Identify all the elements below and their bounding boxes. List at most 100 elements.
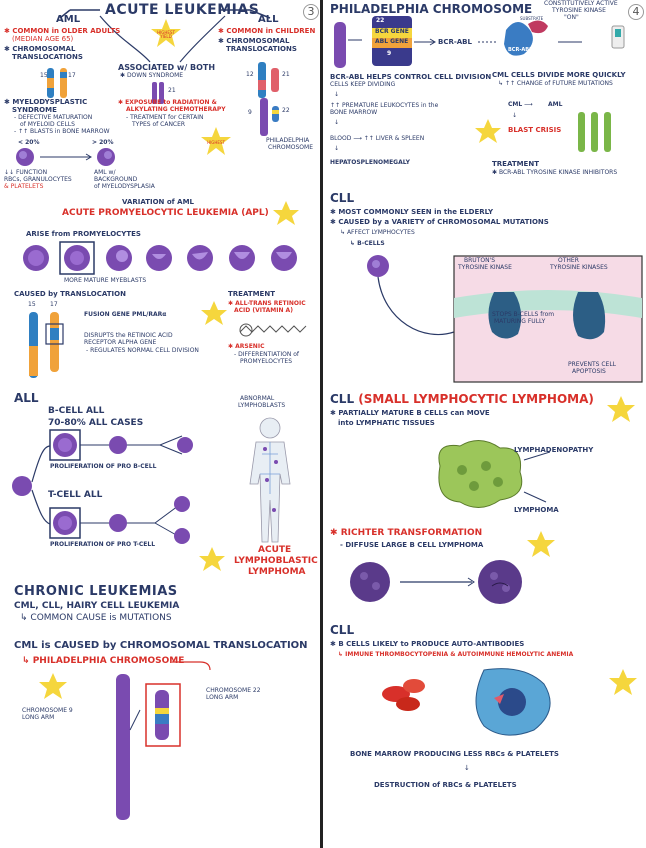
sll-richter: ✱ RICHTER TRANSFORMATION bbox=[330, 528, 483, 538]
down-chromosome-icon bbox=[152, 82, 164, 104]
apl-fusion: FUSION GENE PML/RARα bbox=[84, 311, 167, 318]
aml-chr-17: 17 bbox=[68, 72, 76, 79]
cll-stops-2: MATURING FULLY bbox=[494, 318, 546, 325]
cml-chr22-a: CHROMOSOME 22 bbox=[206, 687, 261, 694]
ph-arrow-1: ↓ bbox=[334, 91, 340, 98]
ph-const-2: TYROSINE KINASE bbox=[552, 7, 606, 14]
aml-func-1: ↓↓ FUNCTION bbox=[4, 169, 48, 176]
cll-point-1: ✱ MOST COMMONLY SEEN in the ELDERLY bbox=[330, 208, 494, 216]
ph-num-22: 22 bbox=[376, 17, 385, 24]
both-label: ASSOCIATED w/ BOTH bbox=[118, 63, 216, 72]
apl-tx-2c: PROMYELOCYTES bbox=[240, 358, 293, 365]
cll-other-2: TYROSINE KINASES bbox=[550, 264, 608, 271]
chronic-title: CHRONIC LEUKEMIAS bbox=[14, 584, 178, 599]
acute-lymph-2: LYMPHOBLASTIC bbox=[234, 556, 318, 566]
aml-func-2: RBCs, GRANULOCYTES bbox=[4, 176, 72, 183]
apl-tx-1: ✱ ALL-TRANS RETINOIC bbox=[228, 300, 306, 307]
aml-point-1b: (MEDIAN AGE 65) bbox=[12, 35, 74, 43]
ph-prem-1: ↑↑ PREMATURE LEUKOCYTES in the bbox=[330, 102, 439, 109]
aml-point-3: ✱ MYELODYSPLASTIC bbox=[4, 98, 88, 106]
apl-disrupt-2: RECEPTOR ALPHA GENE bbox=[84, 339, 157, 346]
svg-text:HIGHEST: HIGHEST bbox=[207, 140, 225, 145]
ph-arrow-3: ↓ bbox=[334, 145, 340, 152]
ph-num-9: 9 bbox=[387, 50, 392, 57]
apl-tx-2b: - DIFFERENTIATION of bbox=[234, 351, 300, 358]
cll3-point-1: ✱ B CELLS LIKELY to PRODUCE AUTO-ANTIBOD… bbox=[330, 640, 525, 648]
cll3-point-2: ↳ IMMUNE THROMBOCYTOPENIA & AUTOIMMUNE H… bbox=[338, 651, 574, 658]
aml-point-2b: TRANSLOCATIONS bbox=[12, 53, 83, 61]
aml-pct-low: < 20% bbox=[18, 139, 40, 146]
highest-yield-star-icon bbox=[527, 531, 555, 557]
aml-chromosomes-icon bbox=[47, 68, 67, 98]
cll3-bm: BONE MARROW PRODUCING LESS RBCs & PLATEL… bbox=[350, 750, 559, 758]
both-point-2d: TYPES of CANCER bbox=[132, 121, 186, 128]
aml-point-1: ✱ COMMON in OLDER ADULTS bbox=[4, 27, 121, 35]
aml-blast-cells-icon bbox=[16, 148, 115, 166]
apl-chr-15: 15 bbox=[28, 301, 36, 308]
all-point-2: ✱ CHROMOSOMAL bbox=[218, 37, 290, 45]
aml-point-3e: - ↑↑ BLASTS in BONE MARROW bbox=[14, 128, 110, 135]
cll-prevents-2: APOPTOSIS bbox=[572, 368, 606, 375]
aml-point-2: ✱ CHROMOSOMAL bbox=[4, 45, 76, 53]
highest-yield-star-icon bbox=[273, 201, 299, 225]
ph-gene-1: BCR GENE bbox=[375, 28, 409, 35]
highest-yield-star-icon: HIGHEST bbox=[201, 127, 231, 155]
acute-lymph-3: LYMPHOMA bbox=[248, 567, 306, 577]
apl-translocation-icon bbox=[29, 312, 64, 378]
cll-bruton-1: BRUTON'S bbox=[464, 257, 496, 264]
cml-arrow-line bbox=[172, 661, 211, 670]
apl-title: ACUTE PROMYELOCYTIC LEUKEMIA (APL) bbox=[62, 208, 269, 218]
ph-blood: BLOOD ⟶ ↑↑ LIVER & SPLEEN bbox=[330, 135, 425, 142]
ph-gene-2: ABL GENE bbox=[375, 38, 409, 45]
ph-keep: CELLS KEEP DIVIDING bbox=[330, 81, 396, 88]
highest-yield-star-icon bbox=[607, 396, 635, 422]
apl-disrupt-3: - REGULATES NORMAL CELL DIVISION bbox=[86, 347, 199, 354]
cll3-arrow: ↓ bbox=[464, 764, 470, 772]
cll-membrane-illustration bbox=[367, 255, 643, 383]
human-body-icon bbox=[249, 417, 291, 543]
ph-title: PHILADELPHIA CHROMOSOME bbox=[330, 2, 533, 16]
all-ph-1: PHILADELPHIA bbox=[266, 137, 310, 144]
highest-yield-star-icon bbox=[201, 301, 227, 325]
bcell-prolif: PROLIFERATION OF PRO B-CELL bbox=[50, 463, 157, 470]
ph-chance: ↳ ↑↑ CHANGE of FUTURE MUTATIONS bbox=[498, 80, 613, 87]
cml-chr22-b: LONG ARM bbox=[206, 694, 239, 701]
ph-enzyme: BCR-ABL bbox=[508, 47, 533, 53]
both-point-2b: ALKYLATING CHEMOTHERAPY bbox=[126, 106, 226, 113]
svg-text:HIGHEST: HIGHEST bbox=[157, 30, 175, 35]
bcell-pct: 70-80% ALL CASES bbox=[48, 418, 144, 428]
cml-chr9-a: CHROMOSOME 9 bbox=[22, 707, 73, 714]
acute-bracket-lines bbox=[59, 9, 271, 63]
all-ph-2: CHROMOSOME bbox=[268, 144, 313, 151]
abnormal-1: ABNORMAL bbox=[240, 395, 275, 402]
cll-prevents-1: PREVENTS CELL bbox=[568, 361, 617, 368]
bcell-all: B-CELL ALL bbox=[48, 406, 105, 416]
all-chr-12: 12 bbox=[246, 71, 254, 78]
ph-cml-arrow: ⟶ bbox=[524, 101, 533, 108]
tcell-all: T-CELL ALL bbox=[48, 490, 103, 500]
highest-yield-star-icon bbox=[199, 547, 225, 571]
highest-yield-star-icon: HIGHEST YIELD bbox=[151, 19, 181, 47]
lymph-node-icon bbox=[438, 440, 550, 508]
all-chr-21: 21 bbox=[282, 71, 290, 78]
left-page: 3 ACUTE LEUKEMIAS AML ✱ COMMON in OLDER … bbox=[0, 0, 320, 848]
both-chr-21: 21 bbox=[168, 87, 176, 94]
highest-yield-star-icon bbox=[39, 673, 67, 699]
ph-cml: CML bbox=[508, 101, 523, 108]
all-label: ALL bbox=[258, 14, 279, 25]
ph-bcrabl: BCR-ABL bbox=[438, 38, 472, 46]
ph-arrow-4: ↓ bbox=[512, 112, 518, 119]
cml-chr9-b: LONG ARM bbox=[22, 714, 55, 721]
highest-yield-star-icon bbox=[609, 669, 637, 695]
ph-treatment: TREATMENT bbox=[492, 160, 539, 168]
svg-text:YIELD: YIELD bbox=[159, 34, 171, 39]
retinoic-acid-structure-icon bbox=[239, 323, 307, 337]
apl-tx-1b: ACID (VITAMIN A) bbox=[234, 307, 293, 314]
chronic-cause: ↳ COMMON CAUSE is MUTATIONS bbox=[20, 613, 172, 623]
page-number: 3 bbox=[303, 4, 319, 20]
ph-helps: BCR-ABL HELPS CONTROL CELL DIVISION bbox=[330, 73, 492, 81]
aml-bg-2: BACKGROUND bbox=[94, 176, 138, 183]
cml-title: CML is CAUSED by CHROMOSOMAL TRANSLOCATI… bbox=[14, 640, 308, 651]
autoimmune-cells-icon bbox=[382, 668, 551, 736]
all-chr-9: 9 bbox=[248, 109, 252, 116]
